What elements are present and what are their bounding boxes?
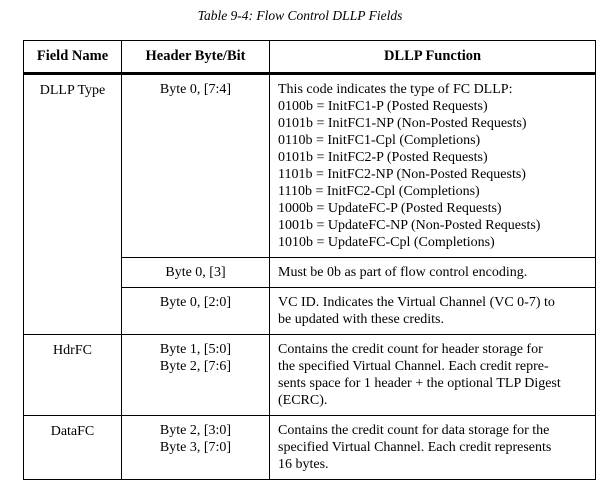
- byte-bit-cell: Byte 1, [5:0] Byte 2, [7:6]: [121, 334, 270, 416]
- header-dllp-function: DLLP Function: [269, 40, 596, 75]
- function-cell: Contains the credit count for data stora…: [269, 415, 596, 480]
- byte-bit-lines: Byte 2, [3:0] Byte 3, [7:0]: [159, 423, 232, 455]
- byte-bit-cell: Byte 0, [3]: [121, 257, 270, 288]
- table-row: DataFC Byte 2, [3:0] Byte 3, [7:0] Conta…: [23, 415, 596, 480]
- header-byte-bit: Header Byte/Bit: [121, 40, 270, 75]
- function-cell: This code indicates the type of FC DLLP:…: [269, 73, 596, 258]
- table-row: Byte 0, [3] Must be 0b as part of flow c…: [24, 257, 596, 288]
- table-row: HdrFC Byte 1, [5:0] Byte 2, [7:6] Contai…: [23, 334, 596, 416]
- table-caption: Table 9-4: Flow Control DLLP Fields: [197, 8, 403, 23]
- flow-control-dllp-table: Field Name Header Byte/Bit DLLP Function…: [23, 40, 596, 480]
- table-row: Byte 0, [2:0] VC ID. Indicates the Virtu…: [24, 287, 596, 335]
- field-name-cell: HdrFC: [23, 334, 122, 416]
- field-name-cell: DataFC: [23, 415, 122, 480]
- function-cell: Contains the credit count for header sto…: [269, 334, 596, 416]
- byte-bit-cell: Byte 2, [3:0] Byte 3, [7:0]: [121, 415, 270, 480]
- byte-bit-cell: Byte 0, [7:4]: [121, 73, 270, 258]
- byte-bit-lines: Byte 1, [5:0] Byte 2, [7:6]: [159, 342, 232, 374]
- field-name-cell: DLLP Type: [23, 73, 122, 335]
- header-row: Field Name Header Byte/Bit DLLP Function: [23, 40, 596, 75]
- header-field-name: Field Name: [23, 40, 122, 75]
- function-cell: VC ID. Indicates the Virtual Channel (VC…: [269, 287, 596, 335]
- function-cell: Must be 0b as part of flow control encod…: [269, 257, 596, 288]
- byte-bit-cell: Byte 0, [2:0]: [121, 287, 270, 335]
- table-row: DLLP Type Byte 0, [7:4] This code indica…: [23, 73, 596, 335]
